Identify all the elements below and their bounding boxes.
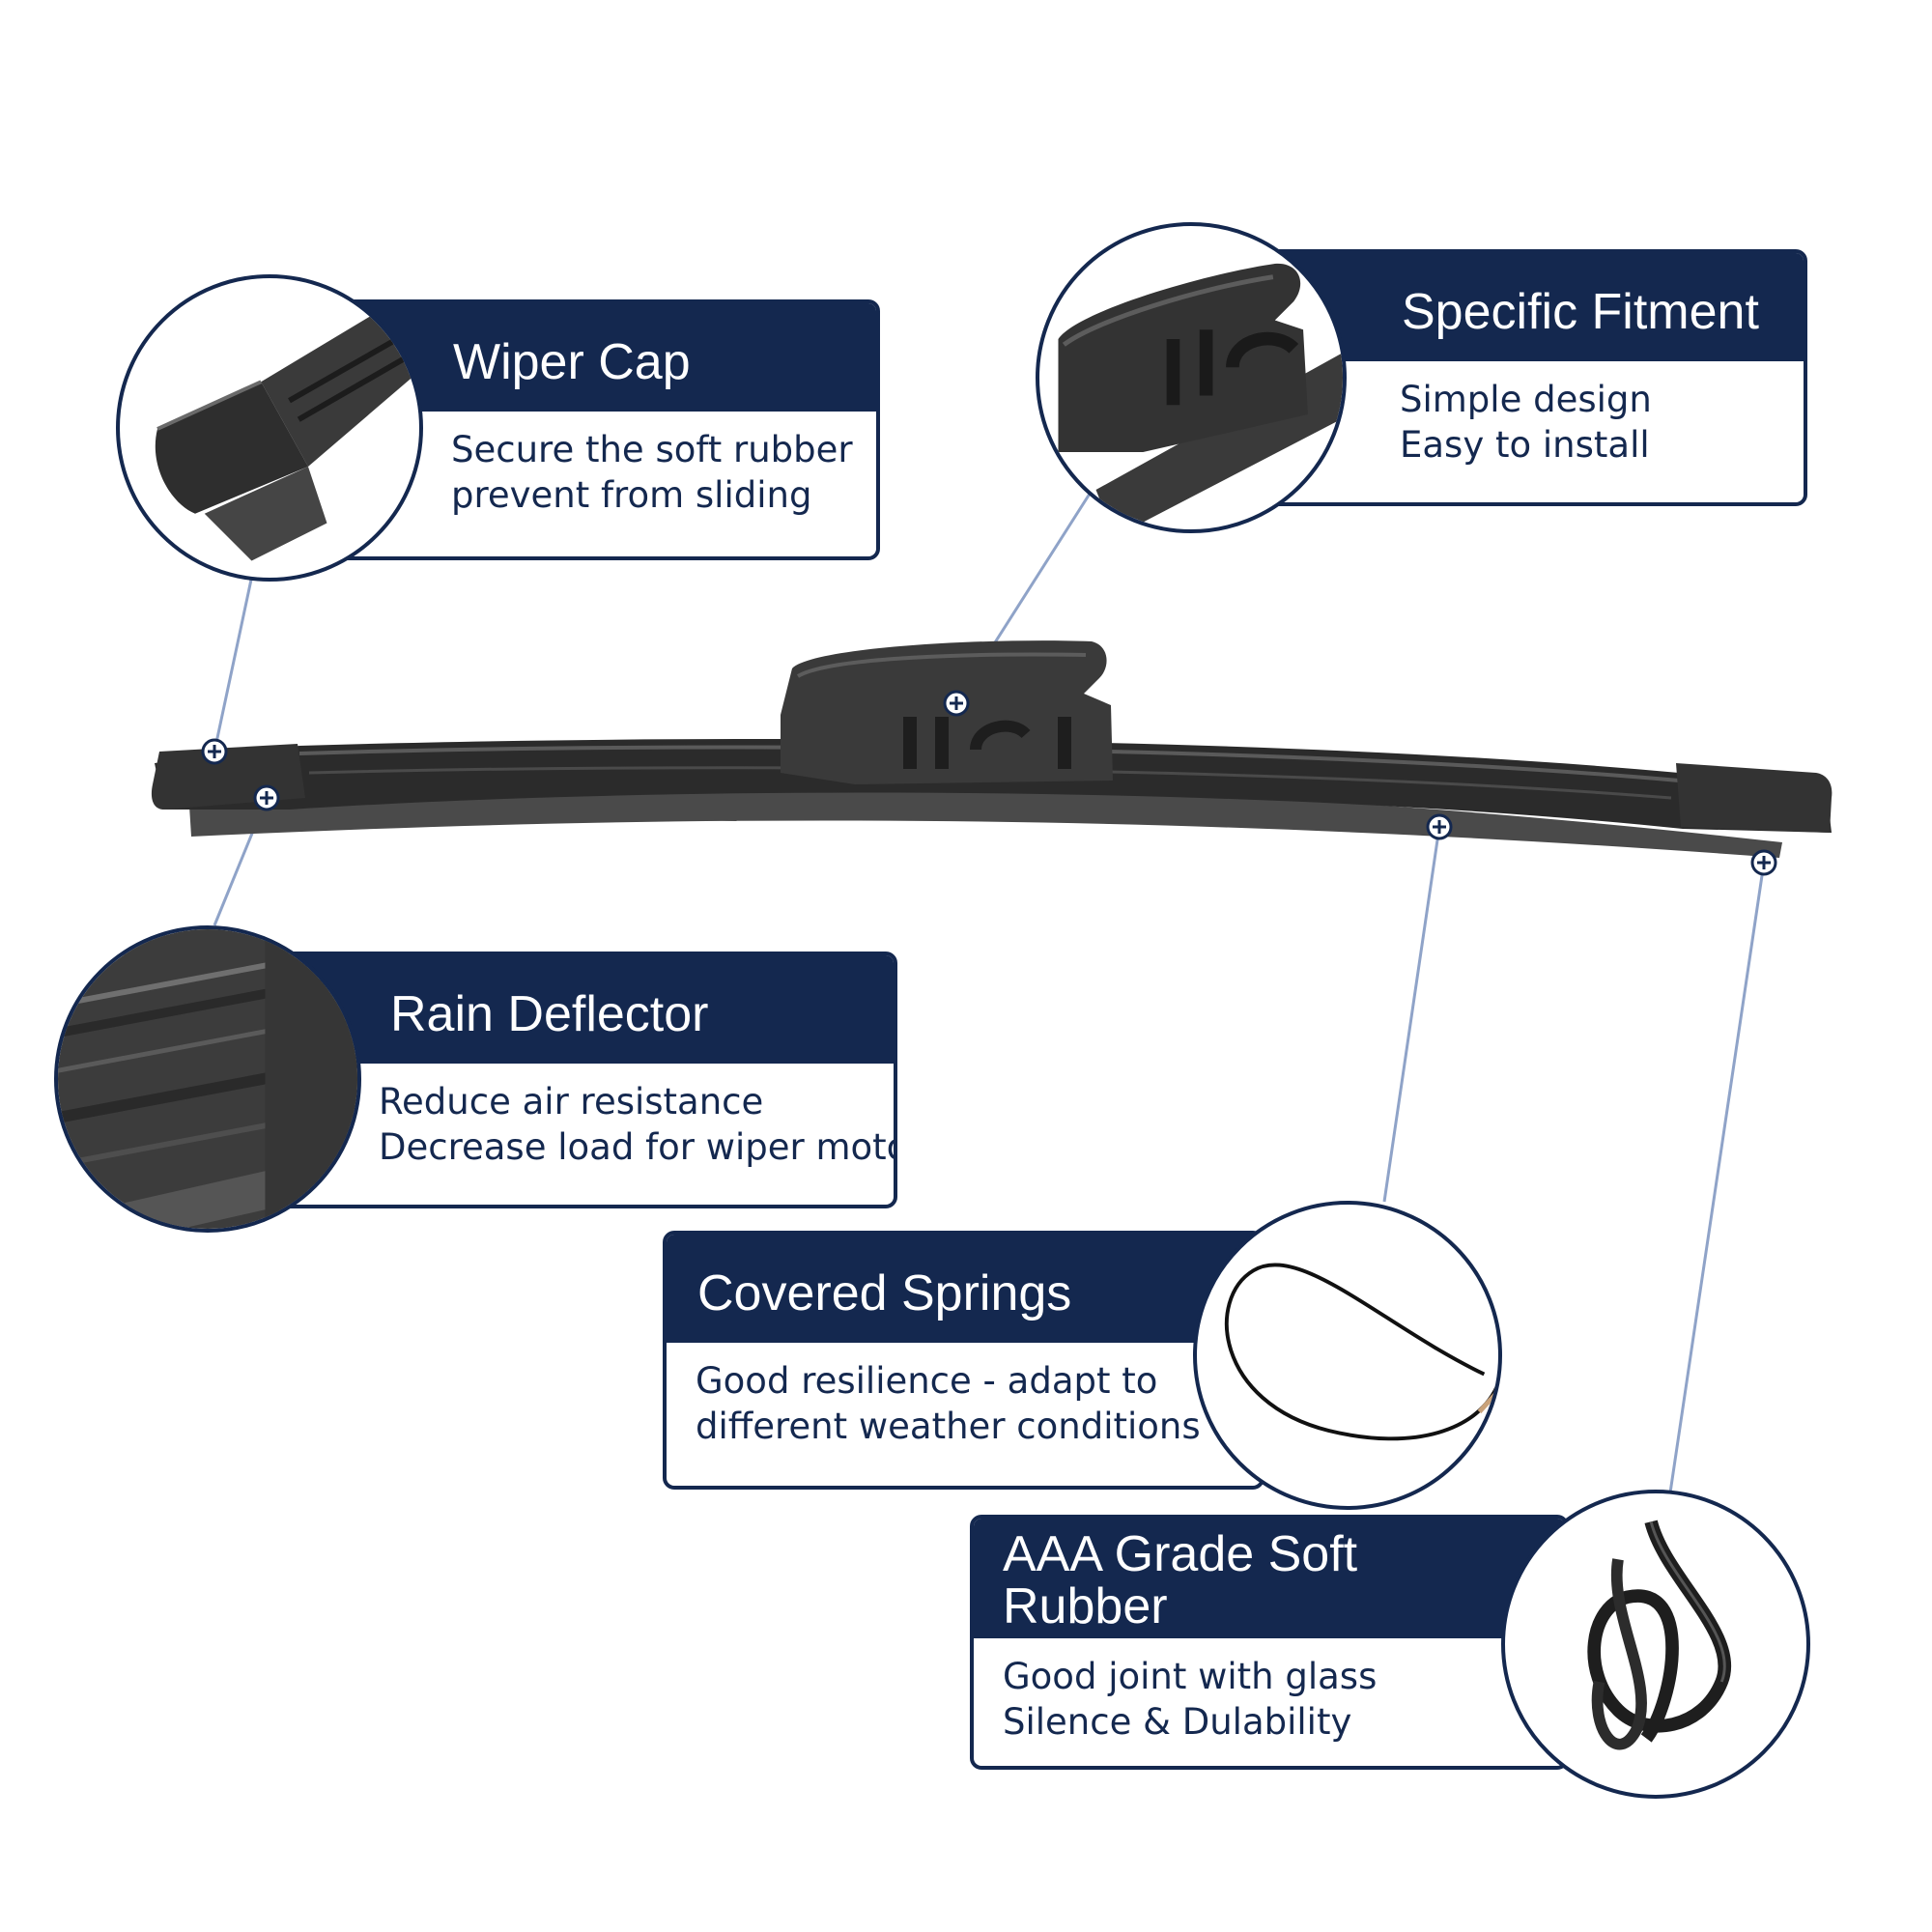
feature-title: Covered Springs	[697, 1265, 1072, 1321]
marker-wiper-cap	[201, 738, 228, 765]
feature-line: Reduce air resistance	[379, 1081, 764, 1122]
feature-card-header: AAA Grade Soft Rubber	[974, 1519, 1565, 1638]
feature-line: Secure the soft rubber	[451, 429, 853, 470]
feature-line: Silence & Dulability	[1003, 1701, 1352, 1743]
feature-card-header: Wiper Cap	[337, 303, 876, 412]
callout-line-soft-rubber	[1667, 862, 1766, 1500]
feature-title: Rain Deflector	[390, 986, 709, 1042]
feature-card-header: Covered Springs	[667, 1235, 1261, 1343]
feature-card-specific-fitment: Specific Fitment Simple design Easy to i…	[1261, 249, 1807, 506]
left-end-cap	[151, 744, 305, 810]
feature-card-header: Rain Deflector	[272, 955, 894, 1064]
feature-line: Good resilience - adapt to	[696, 1360, 1158, 1402]
feature-title: Wiper Cap	[453, 334, 691, 390]
feature-card-header: Specific Fitment	[1264, 253, 1804, 361]
feature-description: Good joint with glass Silence & Dulabili…	[974, 1638, 1565, 1745]
feature-line: Simple design	[1400, 379, 1652, 420]
feature-line: Decrease load for wiper motor	[379, 1126, 897, 1168]
callout-line-wiper-cap	[213, 579, 253, 753]
feature-card-covered-springs: Covered Springs Good resilience - adapt …	[663, 1231, 1264, 1490]
marker-specific-fitment	[943, 690, 970, 717]
feature-card-rain-deflector: Rain Deflector Reduce air resistance Dec…	[269, 952, 897, 1208]
center-adapter	[781, 640, 1113, 784]
feature-title: Specific Fitment	[1402, 284, 1759, 340]
spring-steel-icon	[1193, 1201, 1502, 1510]
marker-rain-deflector	[253, 784, 280, 811]
rain-deflector-closeup-icon	[54, 925, 361, 1233]
feature-description: Simple design Easy to install	[1264, 361, 1804, 468]
feature-description: Good resilience - adapt to different wea…	[667, 1343, 1261, 1449]
right-end-cap	[1676, 763, 1833, 833]
adapter-closeup-icon	[1036, 222, 1347, 533]
feature-title: AAA Grade Soft	[1003, 1526, 1358, 1582]
feature-line: Good joint with glass	[1003, 1656, 1378, 1697]
feature-card-wiper-cap: Wiper Cap Secure the soft rubber prevent…	[333, 299, 880, 560]
feature-card-soft-rubber: AAA Grade Soft Rubber Good joint with gl…	[970, 1515, 1569, 1770]
callout-line-covered-springs	[1382, 826, 1441, 1203]
marker-soft-rubber	[1750, 849, 1777, 876]
marker-covered-springs	[1426, 813, 1453, 840]
wiper-cap-closeup-icon	[116, 274, 423, 582]
feature-line: Easy to install	[1400, 424, 1650, 466]
rubber-strip-icon	[1501, 1490, 1810, 1799]
feature-description: Secure the soft rubber prevent from slid…	[337, 412, 876, 518]
feature-title: Rubber	[1003, 1578, 1168, 1634]
feature-description: Reduce air resistance Decrease load for …	[272, 1064, 894, 1170]
feature-line: different weather conditions	[696, 1406, 1201, 1447]
feature-line: prevent from sliding	[451, 474, 812, 516]
rubber-blade-strip	[188, 781, 1782, 858]
